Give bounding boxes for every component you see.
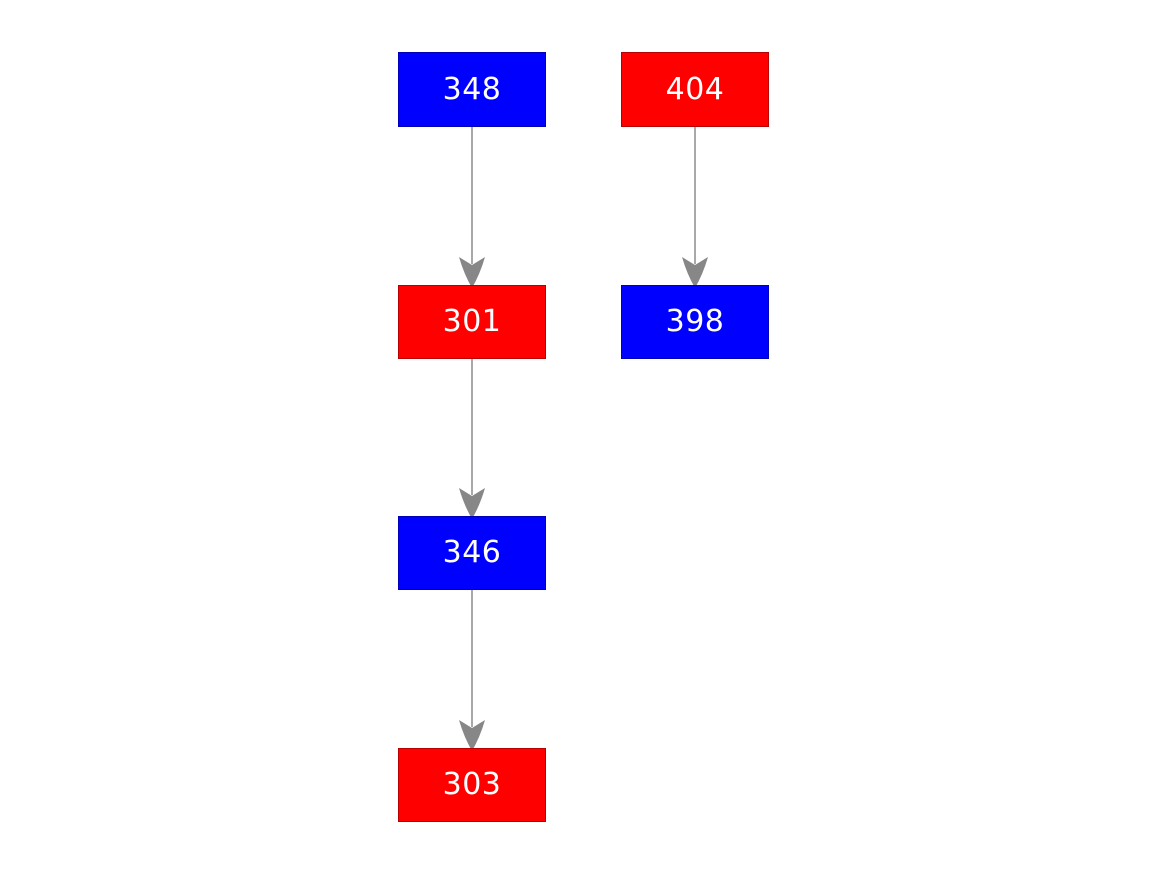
arrowhead-icon [459, 488, 485, 519]
node-404: 404 [621, 52, 769, 127]
arrowhead-icon [459, 257, 485, 288]
node-label: 301 [442, 304, 502, 339]
node-348: 348 [398, 52, 546, 127]
node-301: 301 [398, 285, 546, 359]
node-398: 398 [621, 285, 769, 359]
node-label: 398 [665, 304, 725, 339]
node-label: 346 [442, 535, 502, 570]
node-label: 303 [442, 767, 502, 802]
node-label: 348 [442, 71, 502, 107]
arrowhead-icon [459, 720, 485, 751]
node-346: 346 [398, 516, 546, 590]
arrowhead-icon [682, 257, 708, 288]
node-label: 404 [665, 71, 725, 107]
node-303: 303 [398, 748, 546, 822]
